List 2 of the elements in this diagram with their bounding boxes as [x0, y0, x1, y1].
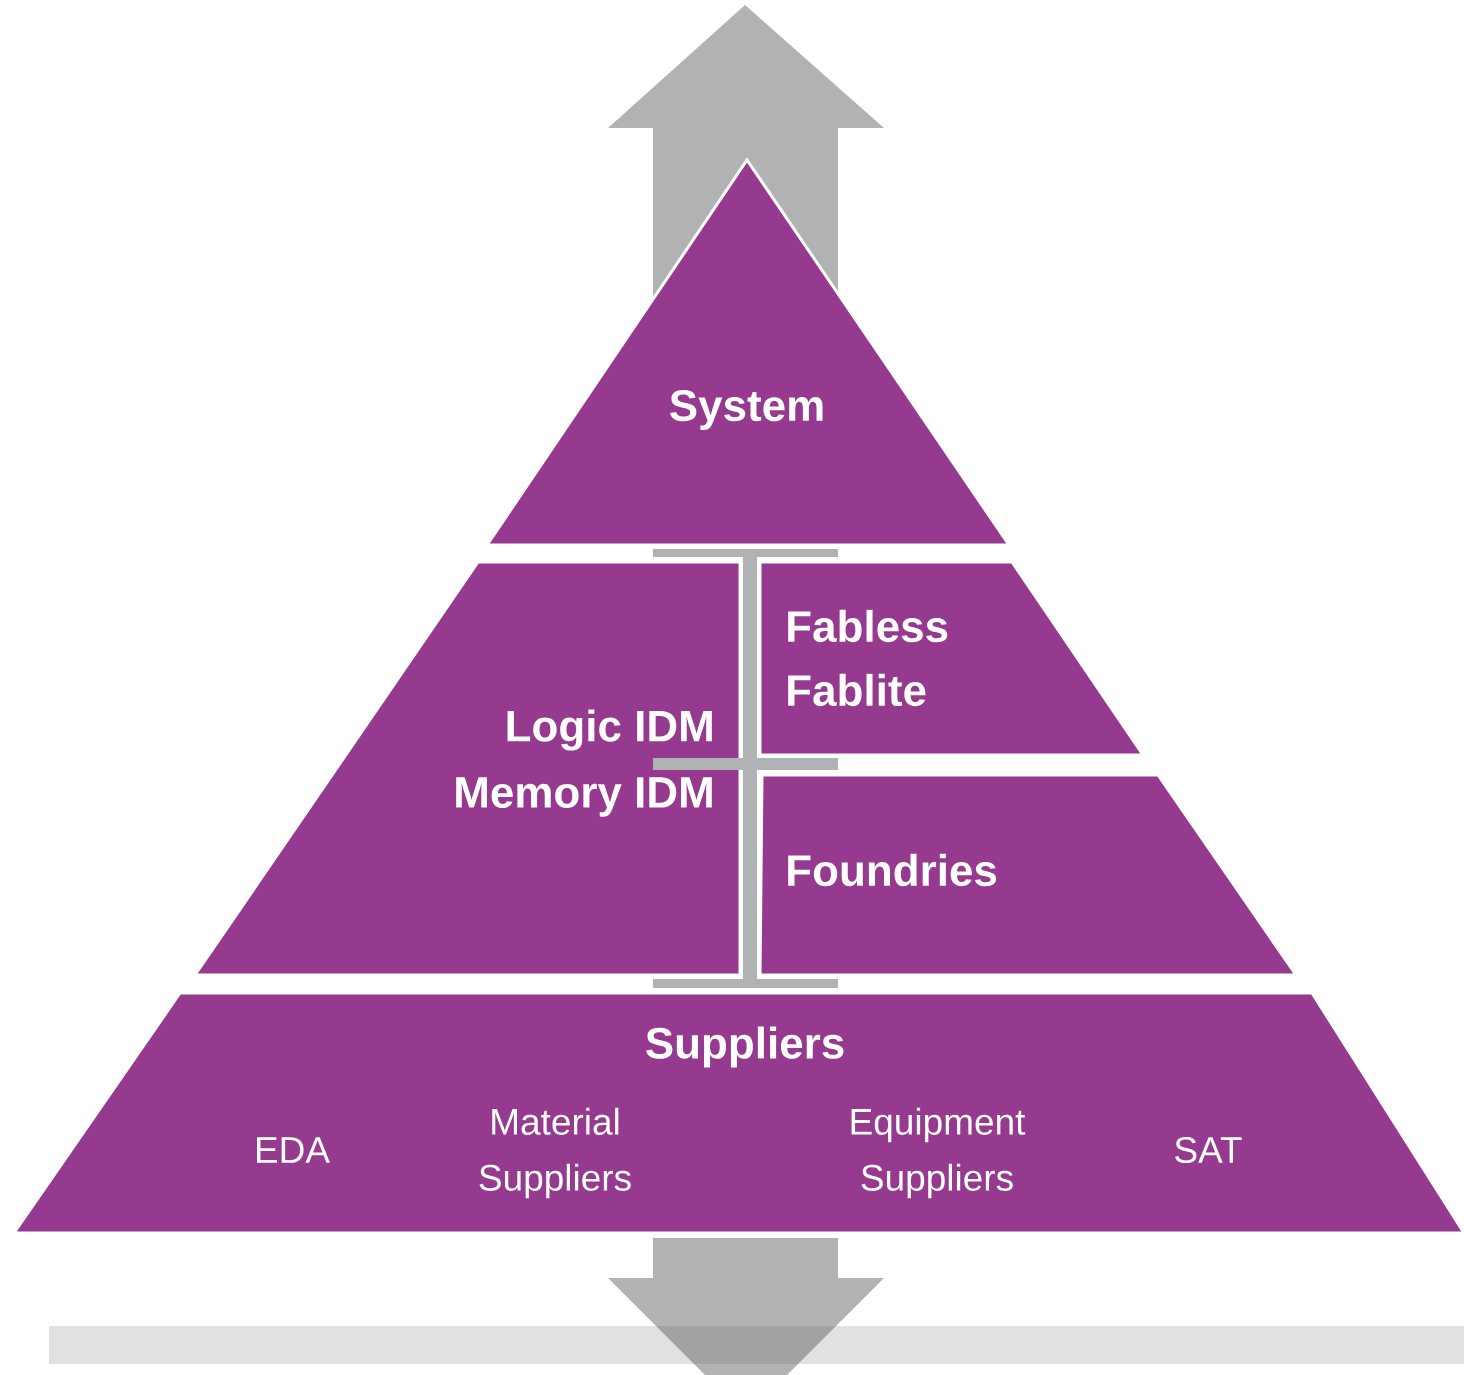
pyramid-section: Foundries [758, 773, 1299, 977]
pyramid-section: Fabless Fablite [758, 560, 1146, 757]
